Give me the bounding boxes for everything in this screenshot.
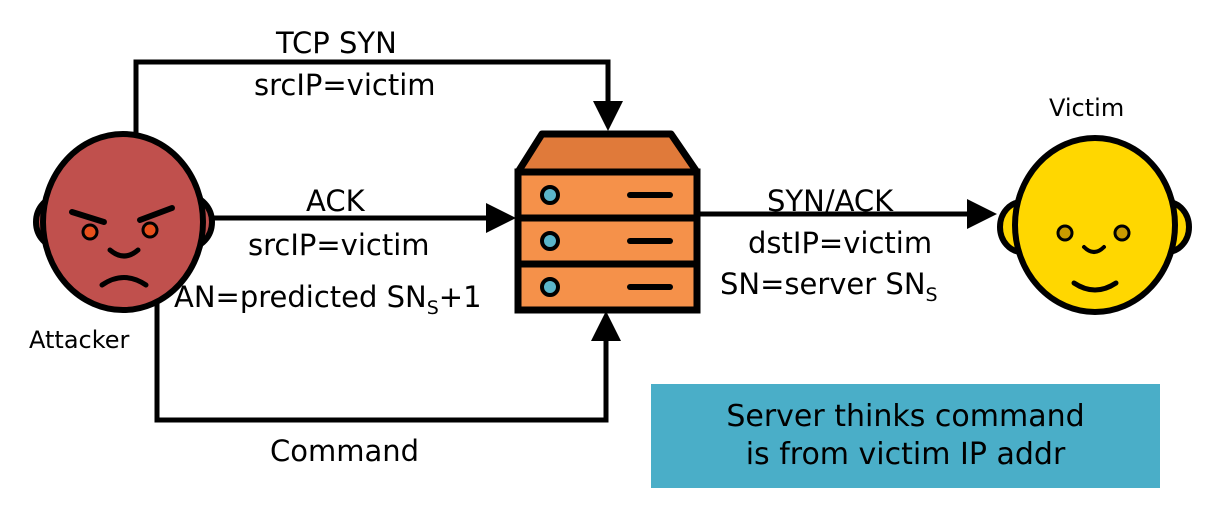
srcip-mid-label: srcIP=victim — [248, 228, 430, 262]
victim-label: Victim — [1049, 94, 1125, 122]
tcp-syn-arrow — [133, 59, 623, 150]
an-label: AN=predicted SNS+1 — [174, 280, 482, 319]
an-prefix: AN=predicted SN — [174, 280, 427, 314]
angry-face-icon — [33, 131, 215, 313]
attacker-label: Attacker — [29, 326, 130, 354]
sn-prefix: SN=server SN — [720, 267, 926, 301]
tcp-syn-label: TCP SYN — [276, 26, 397, 60]
dstip-label: dstIP=victim — [748, 226, 933, 260]
command-label: Command — [270, 434, 420, 468]
server-icon — [514, 130, 701, 314]
sn-subscript: S — [925, 284, 938, 306]
callout-line-1: Server thinks command — [726, 399, 1085, 434]
an-suffix: +1 — [438, 280, 482, 314]
sn-label: SN=server SNS — [720, 267, 938, 306]
syn-ack-label: SYN/ACK — [767, 184, 894, 218]
callout-box: Server thinks command is from victim IP … — [651, 384, 1160, 488]
callout-line-2: is from victim IP addr — [745, 437, 1066, 472]
command-arrow — [154, 300, 621, 423]
srcip-top-label: srcIP=victim — [254, 68, 436, 102]
ack-label: ACK — [306, 184, 365, 218]
an-subscript: S — [426, 297, 439, 319]
smiling-face-icon — [997, 135, 1192, 315]
